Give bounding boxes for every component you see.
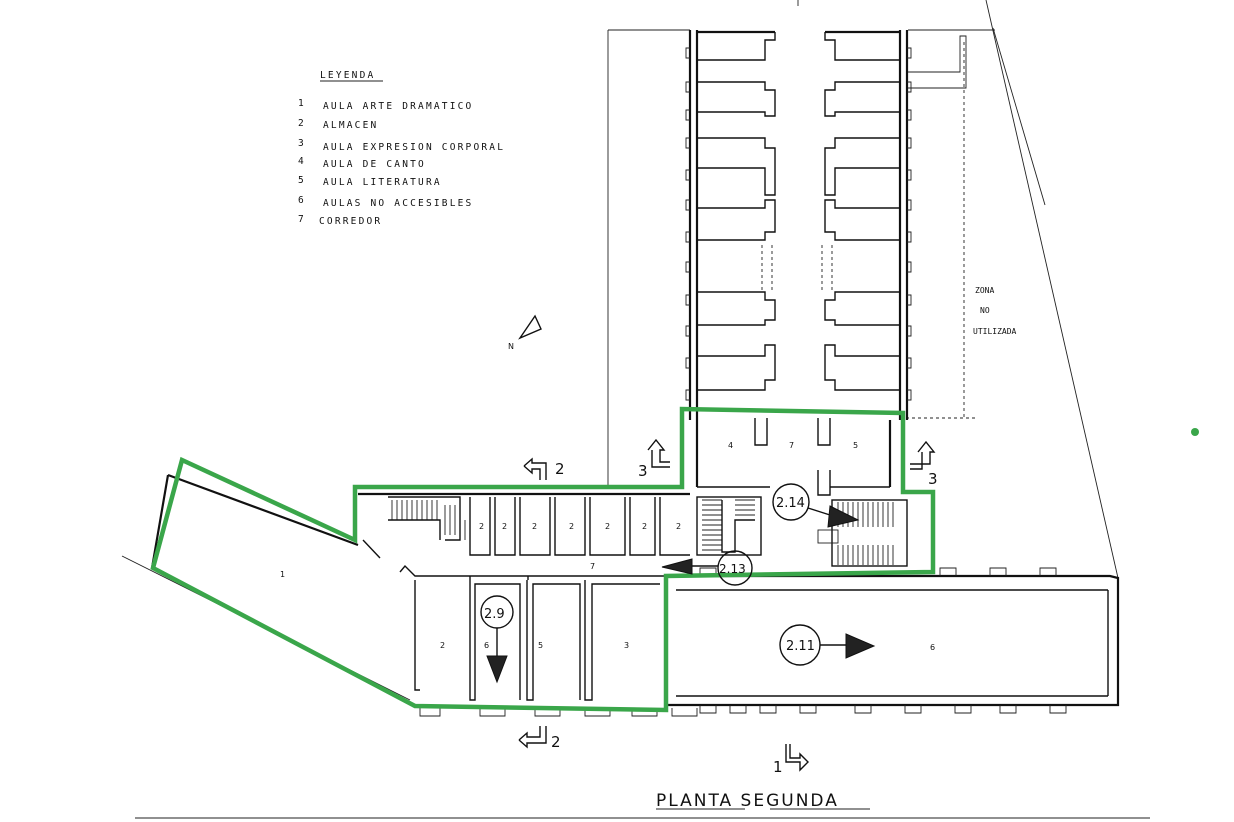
legend-item-text: AULAS NO ACCESIBLES — [323, 198, 473, 209]
room-label: 5 — [538, 641, 543, 650]
arrow-right-icon — [827, 505, 860, 528]
north-arrow: N — [508, 314, 542, 351]
legend-item: 6 AULAS NO ACCESIBLES — [298, 195, 473, 209]
room-label: 7 — [789, 441, 794, 450]
viewpoint-label: 2.9 — [484, 607, 505, 622]
legend-item-number: 3 — [298, 138, 306, 149]
site-outline — [607, 0, 1119, 579]
plan-title-group: PLANTA SEGUNDA — [656, 791, 870, 811]
section-number: 2 — [551, 733, 561, 751]
plan-title: PLANTA SEGUNDA — [656, 791, 839, 811]
arrow-right-icon — [845, 633, 876, 659]
storerooms-row — [358, 492, 690, 559]
viewpoint-label: 2.14 — [776, 496, 805, 511]
accessible-area-outline — [150, 406, 936, 713]
staircase-middle — [696, 496, 762, 556]
section-arrow-icon — [518, 726, 541, 741]
zone-not-used: ZONA NO UTILIZADA — [900, 42, 1017, 419]
legend-item-number: 7 — [298, 214, 306, 225]
section-mark-2-bottom: 2 — [518, 726, 561, 751]
room-label: 2 — [642, 522, 647, 531]
section-number: 2 — [555, 460, 565, 478]
section-number: 1 — [773, 758, 783, 776]
legend-item-number: 5 — [298, 175, 306, 186]
room-label: 6 — [484, 641, 489, 650]
legend-item: 3 AULA EXPRESION CORPORAL — [298, 138, 505, 153]
viewpoint-2-11: 2.11 — [779, 624, 876, 666]
section-arrow-icon — [785, 744, 809, 772]
room-label: 1 — [280, 570, 285, 579]
room-label: 2 — [676, 522, 681, 531]
room-labels: 1 2 2 2 2 2 2 2 7 2 6 5 3 4 7 5 6 — [280, 441, 935, 652]
window-notches — [685, 47, 912, 401]
room-label: 2 — [502, 522, 507, 531]
section-arrow-icon — [523, 457, 547, 480]
legend-item: 2 ALMACEN — [298, 118, 378, 131]
legend: LEYENDA 1 AULA ARTE DRAMATICO 2 ALMACEN … — [298, 70, 505, 227]
zone-label-line: NO — [980, 306, 990, 315]
north-wing — [685, 30, 912, 420]
legend-item: 4 AULA DE CANTO — [298, 156, 426, 170]
lower-rooms — [399, 564, 680, 701]
room-label: 4 — [728, 441, 733, 450]
section-arrow-icon — [647, 438, 670, 463]
north-label: N — [508, 342, 514, 351]
legend-item: 1 AULA ARTE DRAMATICO — [298, 98, 473, 112]
section-mark-1: 1 — [773, 744, 809, 776]
room-label: 2 — [440, 641, 445, 650]
legend-item-number: 2 — [298, 118, 306, 129]
room-label: 6 — [930, 643, 935, 652]
arrow-down-icon — [486, 655, 508, 684]
room-label: 5 — [853, 441, 858, 450]
viewpoint-2-9: 2.9 — [480, 595, 514, 684]
room-label: 2 — [605, 522, 610, 531]
viewpoint-label: 2.13 — [719, 562, 746, 576]
section-arrow-icon — [910, 440, 936, 465]
section-number: 3 — [638, 462, 648, 480]
legend-item-text: ALMACEN — [323, 120, 378, 131]
east-long-room — [668, 567, 1120, 714]
legend-item: 7 CORREDOR — [298, 214, 382, 227]
section-number: 3 — [928, 470, 938, 488]
section-mark-3-right: 3 — [910, 440, 938, 488]
legend-item: 5 AULA LITERATURA — [298, 175, 442, 188]
room-label: 2 — [479, 522, 484, 531]
section-mark-2-top: 2 — [523, 457, 565, 480]
right-partitions — [821, 32, 900, 391]
central-rooms — [695, 418, 892, 496]
legend-item-text: AULA ARTE DRAMATICO — [323, 101, 473, 112]
room-label: 2 — [569, 522, 574, 531]
legend-item-text: AULA DE CANTO — [323, 159, 426, 170]
zone-label-line: ZONA — [975, 286, 994, 295]
legend-item-text: AULA LITERATURA — [323, 177, 442, 188]
viewpoint-2-14: 2.14 — [772, 483, 860, 528]
left-partitions — [697, 32, 776, 391]
zone-label-line: UTILIZADA — [973, 327, 1017, 336]
legend-item-number: 4 — [298, 156, 306, 167]
legend-title: LEYENDA — [320, 70, 375, 81]
green-dot — [1191, 428, 1199, 436]
legend-item-number: 6 — [298, 195, 306, 206]
legend-item-text: AULA EXPRESION CORPORAL — [323, 142, 505, 153]
legend-item-number: 1 — [298, 98, 306, 109]
arrow-left-icon — [661, 558, 693, 575]
north-arrow-icon — [518, 314, 542, 340]
room-label: 2 — [532, 522, 537, 531]
room-label: 7 — [590, 562, 595, 571]
staircase-left — [388, 496, 466, 541]
room-label: 3 — [624, 641, 629, 650]
legend-item-text: CORREDOR — [319, 216, 382, 227]
viewpoint-label: 2.11 — [786, 639, 815, 654]
section-mark-3-left: 3 — [638, 438, 670, 480]
viewpoint-2-13: 2.13 — [661, 550, 753, 586]
